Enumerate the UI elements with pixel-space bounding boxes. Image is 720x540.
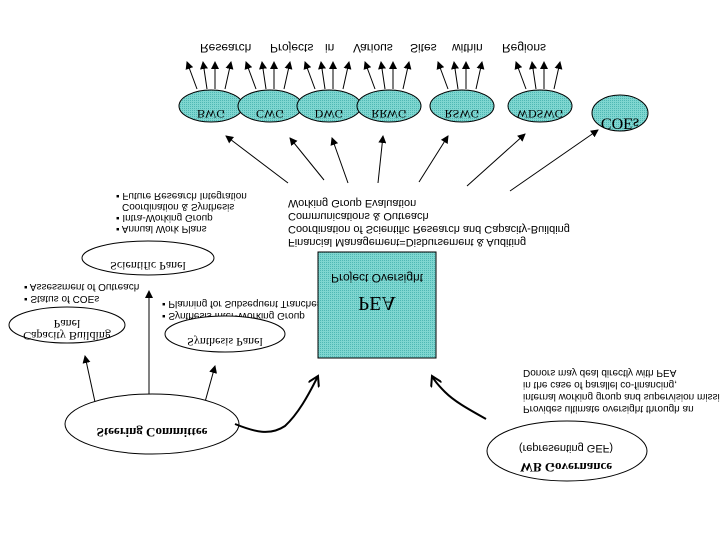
- research-arrow: [553, 61, 563, 90]
- working-group-label: BWG: [197, 107, 225, 121]
- caption-word: Sites: [410, 41, 437, 55]
- arrow: [289, 137, 325, 181]
- research-arrow: [244, 61, 257, 90]
- wb-governance-label-line2: (representing GEF): [519, 442, 613, 454]
- research-arrow: [185, 61, 198, 90]
- working-group-label: RSWG: [445, 107, 480, 121]
- note-line: internal working group and supervision m…: [523, 391, 720, 402]
- synthesis-panel[interactable]: Synthesis Panel: [164, 315, 286, 353]
- bullet-item: ▪ Annual Work Plans: [116, 223, 207, 234]
- steering-arrows: [82, 290, 217, 403]
- research-arrow: [378, 61, 386, 90]
- research-arrow: [514, 61, 527, 90]
- pea-box[interactable]: PEA Project Oversight: [317, 251, 437, 359]
- working-group-ellipse: [507, 89, 573, 123]
- arrow: [466, 133, 526, 187]
- arrow: [377, 135, 387, 184]
- working-group-label: COEs: [601, 115, 639, 132]
- arrow: [330, 137, 349, 184]
- caption-word: Research: [200, 41, 251, 55]
- research-arrow: [200, 61, 208, 90]
- arrow: [509, 129, 599, 192]
- research-project-arrows: [185, 61, 563, 90]
- pea-function: Communications & Outreach: [288, 210, 429, 222]
- working-group-wdswg[interactable]: WDSWG: [507, 89, 573, 123]
- pea-functions: Working Group Evaluation Communications …: [288, 197, 570, 248]
- arrow: [418, 135, 449, 183]
- research-arrow: [224, 61, 234, 90]
- research-arrow: [402, 61, 412, 90]
- bullet-item: ▪ Planning for Subsequent Tranches: [162, 298, 322, 309]
- working-group-label: DWG: [315, 107, 344, 121]
- steering-to-pea-arrow: [234, 376, 318, 433]
- working-group-ellipse: [429, 89, 495, 123]
- capacity-panel-label-line2: Panel: [54, 317, 81, 331]
- working-group-dwg[interactable]: DWG: [296, 89, 362, 123]
- working-group-cwg[interactable]: CWG: [237, 89, 303, 123]
- research-arrow: [342, 61, 352, 90]
- caption-word: Regions: [502, 41, 546, 55]
- scientific-panel-bullets: ▪ Future Research Integration Coordinati…: [116, 190, 247, 234]
- capacity-panel-bullets: ▪ Assessment of Outreach ▪ Status of COE…: [24, 281, 139, 304]
- synthesis-panel-label: Synthesis Panel: [187, 335, 263, 349]
- wb-governance[interactable]: WB Governance (representing GEF): [486, 420, 648, 482]
- caption-word: in: [325, 41, 334, 55]
- synthesis-panel-bullets: ▪ Planning for Subsequent Tranches ▪ Syn…: [162, 298, 322, 321]
- scientific-panel[interactable]: Scientific Panel: [81, 240, 215, 276]
- steering-committee[interactable]: Steering Committee: [64, 393, 240, 455]
- research-arrow: [259, 61, 267, 90]
- wb-governance-label-line1: WB Governance: [520, 460, 612, 475]
- research-arrow: [529, 61, 537, 90]
- working-group-ellipse: [356, 89, 422, 123]
- research-arrow: [283, 61, 293, 90]
- note-line: Donors may deal directly with PEA: [523, 367, 677, 378]
- working-group-rswg[interactable]: RSWG: [429, 89, 495, 123]
- arrow: [225, 135, 289, 184]
- bullet-item: ▪ Intra-Working Group: [116, 212, 213, 223]
- scientific-panel-label: Scientific Panel: [110, 259, 186, 273]
- research-arrow: [318, 61, 326, 90]
- working-groups: BWG CWG DWG RRWG RSWG WDSWG COEs: [178, 89, 649, 132]
- working-group-label: WDSWG: [517, 107, 564, 121]
- pea-function: Financial Management=Disbursement & Audi…: [288, 236, 526, 248]
- bullet-item: ▪ Assessment of Outreach: [24, 281, 139, 292]
- research-arrow: [303, 61, 316, 90]
- working-group-coes[interactable]: COEs: [591, 94, 649, 132]
- pea-function: Working Group Evaluation: [288, 197, 416, 209]
- wb-governance-notes: Donors may deal directly with PEA in the…: [523, 367, 720, 414]
- bullet-item: ▪ Future Research Integration: [116, 190, 247, 201]
- top-caption: Research Projects in Various Sites withi…: [200, 41, 546, 55]
- pea-subtitle: Project Oversight: [331, 271, 424, 285]
- research-arrow: [436, 61, 449, 90]
- capacity-building-panel[interactable]: Capacity Building Panel: [8, 306, 126, 344]
- working-group-bwg[interactable]: BWG: [178, 89, 244, 123]
- pea-to-wg-arrows: [225, 129, 599, 192]
- research-arrow: [363, 61, 376, 90]
- working-group-label: RRWG: [371, 107, 407, 121]
- bullet-item: ▪ Synthesis Inter-Working Group: [162, 310, 305, 321]
- arrow: [82, 355, 96, 403]
- working-group-label: CWG: [256, 107, 284, 121]
- steering-committee-label: Steering Committee: [97, 425, 208, 440]
- note-line: in the case of parallel co-financing,: [523, 379, 677, 390]
- caption-word: Various: [353, 41, 393, 55]
- capacity-panel-label-line1: Capacity Building: [23, 329, 111, 343]
- note-line: Provides ultimate oversight through an: [523, 403, 694, 414]
- arrow: [204, 365, 217, 403]
- pea-function: Coordination of Scientific Research and …: [288, 223, 570, 235]
- pea-title: PEA: [358, 292, 396, 314]
- caption-word: Projects: [270, 41, 313, 55]
- working-group-rrwg[interactable]: RRWG: [356, 89, 422, 123]
- wb-to-pea-arrow: [432, 376, 487, 420]
- caption-word: within: [451, 41, 483, 55]
- working-group-ellipse: [591, 94, 649, 132]
- research-arrow: [475, 61, 485, 90]
- bullet-item: ▪ Status of COEs: [24, 293, 99, 304]
- bullet-item: Coordination & Synthesis: [122, 201, 234, 212]
- research-arrow: [451, 61, 459, 90]
